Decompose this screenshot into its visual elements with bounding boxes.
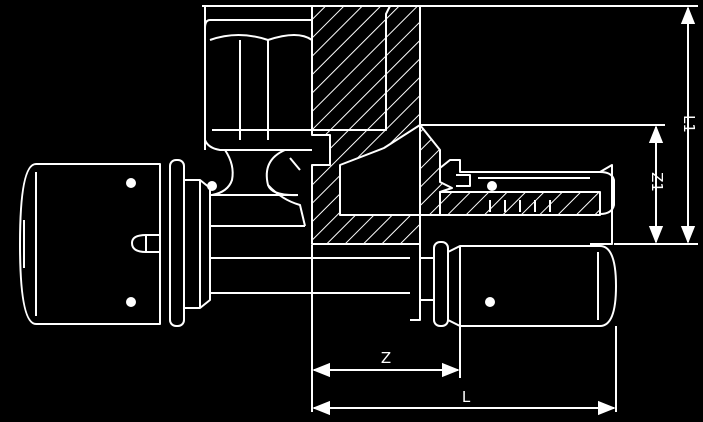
- section-wall: [311, 5, 640, 245]
- dimension-label-z1: Z1: [648, 172, 666, 192]
- dimension-label-l1: L1: [680, 115, 698, 133]
- dimension-l1: [420, 5, 698, 245]
- run-body: [209, 194, 410, 294]
- right-press-sleeve: [447, 245, 617, 327]
- left-flange: [169, 159, 211, 327]
- left-press-sleeve: [19, 163, 161, 325]
- inspection-nipple: [131, 234, 160, 253]
- right-flange: [410, 241, 449, 327]
- dimension-label-l: L: [462, 388, 471, 406]
- dimension-z: [311, 294, 461, 412]
- dimension-z1: [640, 124, 665, 244]
- right-pipe-stub: [439, 159, 615, 245]
- dimension-l: [312, 326, 617, 416]
- dimension-label-z: Z: [381, 349, 391, 367]
